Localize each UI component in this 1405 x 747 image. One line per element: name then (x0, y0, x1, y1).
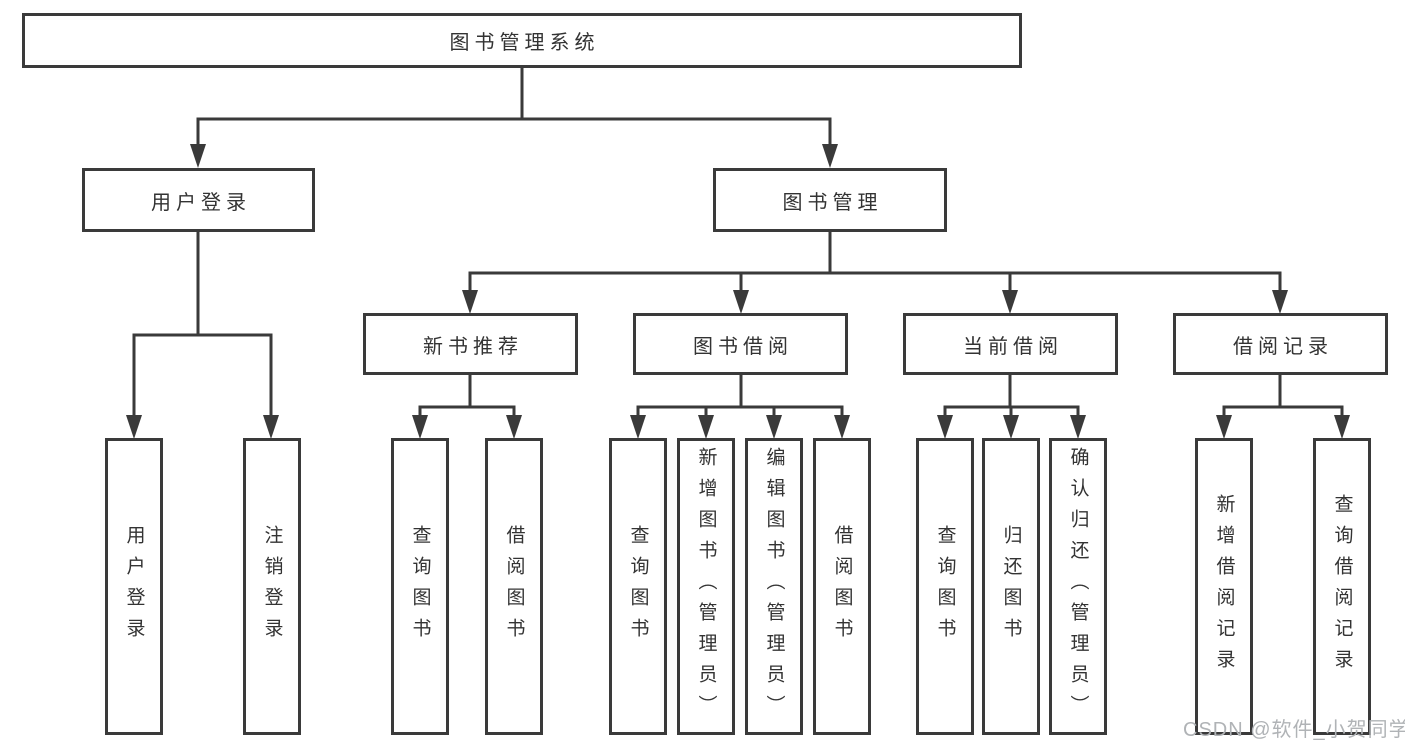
node-root-system: 图书管理系统 (22, 13, 1022, 68)
leaf-query-borrow-record-label: 查询借阅记录 (1331, 493, 1353, 680)
arrowhead (766, 415, 782, 439)
leaf-return-books-label: 归还图书 (1000, 524, 1022, 649)
leaf-borrow-books-borrowing: 借阅图书 (813, 438, 871, 735)
leaf-user-login: 用户登录 (105, 438, 163, 735)
leaf-add-books-admin: 新增图书（管理员） (677, 438, 735, 735)
arrowhead (937, 415, 953, 439)
arrowhead (834, 415, 850, 439)
leaf-query-books-borrowing: 查询图书 (609, 438, 667, 735)
leaf-query-borrow-record: 查询借阅记录 (1313, 438, 1371, 735)
node-current-borrowing: 当前借阅 (903, 313, 1118, 375)
arrowhead (630, 415, 646, 439)
leaf-query-books-recommend: 查询图书 (391, 438, 449, 735)
node-borrowing-records: 借阅记录 (1173, 313, 1388, 375)
csdn-watermark: CSDN @软件_小贺同学 (1183, 719, 1405, 741)
node-user-login: 用户登录 (82, 168, 315, 232)
leaf-borrow-books-recommend: 借阅图书 (485, 438, 543, 735)
arrowhead (126, 415, 142, 439)
leaf-add-books-admin-label: 新增图书（管理员） (695, 447, 717, 726)
arrowhead (733, 290, 749, 314)
leaf-add-borrow-record: 新增借阅记录 (1195, 438, 1253, 735)
leaf-edit-books-admin: 编辑图书（管理员） (745, 438, 803, 735)
node-user-login-label: 用户登录 (151, 191, 251, 214)
arrowhead (698, 415, 714, 439)
leaf-borrow-books-borrowing-label: 借阅图书 (831, 524, 853, 649)
current-borrowing-branch (937, 373, 1086, 439)
leaf-query-books-recommend-label: 查询图书 (409, 524, 431, 649)
leaf-logout: 注销登录 (243, 438, 301, 735)
arrowhead (412, 415, 428, 439)
node-book-management: 图书管理 (713, 168, 947, 232)
node-book-management-label: 图书管理 (782, 191, 883, 214)
book-management-branch (462, 230, 1288, 314)
borrowing-records-branch (1216, 373, 1350, 439)
node-book-borrowing: 图书借阅 (633, 313, 848, 375)
leaf-add-borrow-record-label: 新增借阅记录 (1213, 493, 1235, 680)
arrowhead (263, 415, 279, 439)
node-new-book-recommend: 新书推荐 (363, 313, 578, 375)
leaf-return-books: 归还图书 (982, 438, 1040, 735)
user-login-branch (126, 230, 279, 439)
leaf-query-books-borrowing-label: 查询图书 (627, 524, 649, 649)
node-current-borrowing-label: 当前借阅 (963, 335, 1063, 358)
arrowhead (1216, 415, 1232, 439)
arrowhead (1272, 290, 1288, 314)
leaf-user-login-label: 用户登录 (123, 524, 145, 649)
leaf-borrow-books-recommend-label: 借阅图书 (503, 524, 525, 649)
arrowhead (506, 415, 522, 439)
node-book-borrowing-label: 图书借阅 (693, 335, 793, 358)
arrowhead (822, 144, 838, 168)
new-book-recommend-branch (412, 373, 522, 439)
leaf-query-books-current-label: 查询图书 (934, 524, 956, 649)
leaf-query-books-current: 查询图书 (916, 438, 974, 735)
arrowhead (1002, 290, 1018, 314)
arrowhead (1334, 415, 1350, 439)
root-branch (190, 66, 838, 168)
node-new-book-recommend-label: 新书推荐 (423, 335, 523, 358)
leaf-confirm-return-admin-label: 确认归还（管理员） (1067, 447, 1089, 726)
arrowhead (190, 144, 206, 168)
leaf-logout-label: 注销登录 (261, 524, 283, 649)
arrowhead (1070, 415, 1086, 439)
leaf-confirm-return-admin: 确认归还（管理员） (1049, 438, 1107, 735)
arrowhead (1003, 415, 1019, 439)
node-borrowing-records-label: 借阅记录 (1233, 335, 1333, 358)
leaf-edit-books-admin-label: 编辑图书（管理员） (763, 447, 785, 726)
arrowhead (462, 290, 478, 314)
book-borrowing-branch (630, 373, 850, 439)
node-root-system-label: 图书管理系统 (449, 32, 600, 54)
